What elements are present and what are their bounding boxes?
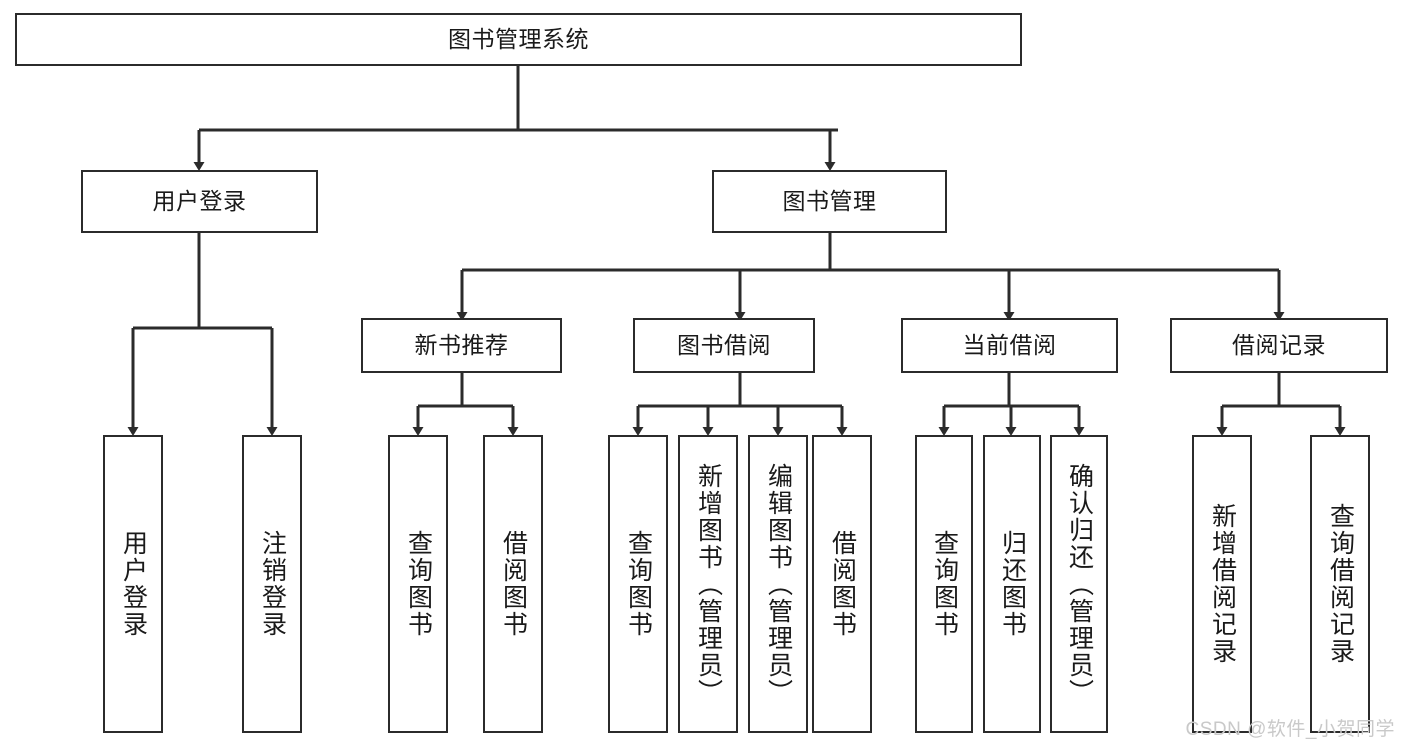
node-root[interactable]: 图书管理系统 (15, 13, 1022, 66)
csdn-watermark: CSDN @软件_小贺同学 (1185, 719, 1395, 740)
node-leaf-logout-login-label: 注销登录 (258, 530, 287, 638)
node-leaf-query-book-2[interactable]: 查询图书 (608, 435, 668, 733)
node-borrow-record[interactable]: 借阅记录 (1170, 318, 1388, 373)
node-leaf-user-login[interactable]: 用户登录 (103, 435, 163, 733)
node-leaf-confirm-return-label: 确认归还（管理员） (1065, 462, 1094, 706)
node-leaf-query-book-1-label: 查询图书 (404, 530, 433, 638)
node-leaf-user-login-label: 用户登录 (119, 530, 148, 638)
node-leaf-confirm-return[interactable]: 确认归还（管理员） (1050, 435, 1108, 733)
node-book-manage[interactable]: 图书管理 (712, 170, 947, 233)
node-leaf-return-book-label: 归还图书 (998, 530, 1027, 638)
node-current-borrow-label: 当前借阅 (962, 332, 1057, 359)
node-new-book-recommend-label: 新书推荐 (414, 332, 509, 359)
node-leaf-borrow-book-1[interactable]: 借阅图书 (483, 435, 543, 733)
node-leaf-add-book[interactable]: 新增图书（管理员） (678, 435, 738, 733)
node-new-book-recommend[interactable]: 新书推荐 (361, 318, 562, 373)
node-root-label: 图书管理系统 (448, 26, 589, 53)
node-leaf-add-record[interactable]: 新增借阅记录 (1192, 435, 1252, 733)
node-leaf-query-book-3-label: 查询图书 (930, 530, 959, 638)
node-leaf-borrow-book-2[interactable]: 借阅图书 (812, 435, 872, 733)
node-leaf-borrow-book-1-label: 借阅图书 (499, 530, 528, 638)
node-leaf-add-book-label: 新增图书（管理员） (694, 462, 723, 706)
node-leaf-query-book-3[interactable]: 查询图书 (915, 435, 973, 733)
node-current-borrow[interactable]: 当前借阅 (901, 318, 1118, 373)
node-leaf-query-book-1[interactable]: 查询图书 (388, 435, 448, 733)
node-book-borrow-label: 图书借阅 (677, 332, 771, 359)
node-leaf-query-book-2-label: 查询图书 (624, 530, 653, 638)
node-leaf-query-record-label: 查询借阅记录 (1326, 503, 1355, 665)
node-leaf-query-record[interactable]: 查询借阅记录 (1310, 435, 1370, 733)
node-book-borrow[interactable]: 图书借阅 (633, 318, 815, 373)
node-leaf-edit-book[interactable]: 编辑图书（管理员） (748, 435, 808, 733)
node-borrow-record-label: 借阅记录 (1232, 332, 1326, 359)
node-leaf-add-record-label: 新增借阅记录 (1208, 503, 1237, 665)
node-user-login[interactable]: 用户登录 (81, 170, 318, 233)
node-book-manage-label: 图书管理 (782, 188, 877, 215)
node-leaf-borrow-book-2-label: 借阅图书 (828, 530, 857, 638)
node-leaf-return-book[interactable]: 归还图书 (983, 435, 1041, 733)
node-leaf-logout-login[interactable]: 注销登录 (242, 435, 302, 733)
node-user-login-label: 用户登录 (152, 188, 247, 215)
node-leaf-edit-book-label: 编辑图书（管理员） (764, 462, 793, 706)
